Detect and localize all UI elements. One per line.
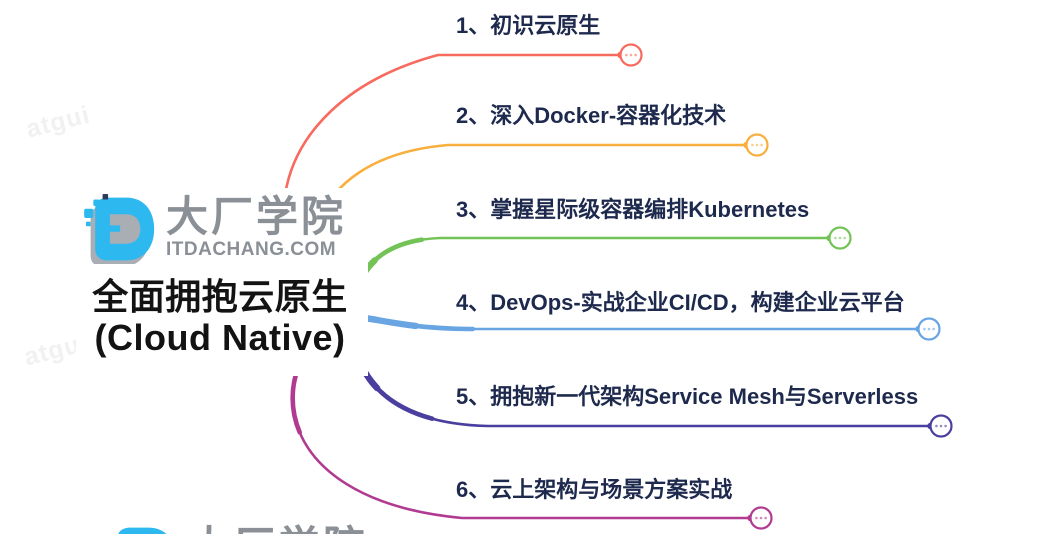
expander-button-1[interactable] xyxy=(619,43,643,67)
central-topic-line2: (Cloud Native) xyxy=(94,317,346,358)
branch-label-6[interactable]: 6、云上架构与场景方案实战 xyxy=(456,477,733,502)
branch-curve-4 xyxy=(344,312,922,333)
central-topic[interactable]: 全面拥抱云原生 (Cloud Native) xyxy=(70,276,370,358)
logo-d-icon xyxy=(118,527,167,534)
branch-label-5[interactable]: 5、拥抱新一代架构Service Mesh与Serverless xyxy=(456,384,919,409)
expander-button-5[interactable] xyxy=(929,414,953,438)
brand-logo-bottom: 大厂学院 xyxy=(106,524,368,534)
logo-name: 大厂学院 xyxy=(188,524,368,534)
branch-label-2[interactable]: 2、深入Docker-容器化技术 xyxy=(456,103,727,128)
central-topic-line1: 全面拥抱云原生 xyxy=(92,276,348,317)
branch-label-4[interactable]: 4、DevOps-实战企业CI/CD，构建企业云平台 xyxy=(456,290,905,315)
expander-button-6[interactable] xyxy=(749,506,773,530)
branch-label-1[interactable]: 1、初识云原生 xyxy=(456,13,601,38)
logo-name: 大厂学院 xyxy=(166,193,347,240)
expander-button-2[interactable] xyxy=(745,133,769,157)
expander-button-4[interactable] xyxy=(917,317,941,341)
logo-domain: ITDACHANG.COM xyxy=(166,239,337,260)
expander-button-3[interactable] xyxy=(828,226,852,250)
brand-logo: 大厂学院 ITDACHANG.COM xyxy=(84,194,346,264)
logo-d-icon xyxy=(84,194,155,264)
branch-label-3[interactable]: 3、掌握星际级容器编排Kubernetes xyxy=(456,197,810,222)
